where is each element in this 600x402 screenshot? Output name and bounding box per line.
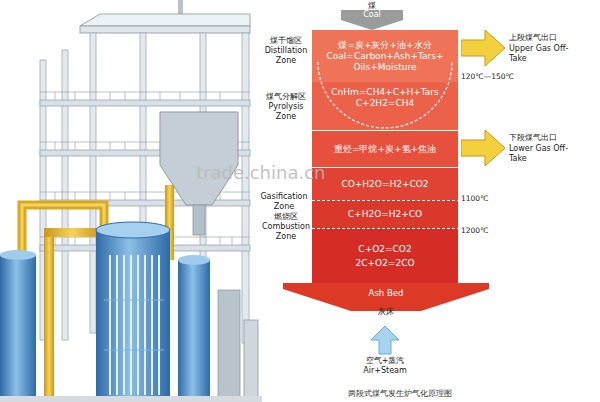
- node-subtext: 2C+O2=2CO: [356, 257, 415, 269]
- node-text: C+O2=CO2: [358, 243, 411, 255]
- temperature-label: 1200℃: [461, 226, 511, 235]
- node-subtext: Air+Steam: [363, 366, 407, 376]
- node-text: 上段煤气出口: [509, 33, 557, 43]
- node-text: CO+H2O=H2+CO2: [341, 179, 428, 190]
- node-text: 煤=炭+灰分+油+水分: [338, 40, 431, 51]
- node-subtext: Lower Gas Off-Take: [509, 144, 575, 163]
- combustion-band: C+O2=CO2 2C+O2=2CO: [312, 228, 458, 283]
- text-box: 煤=炭+灰分+油+水分Coal=Carbon+Ash+Tars+ Oils+Mo…: [312, 30, 458, 82]
- node-text: 煤: [368, 1, 376, 10]
- zone-label: 燃烧区: [260, 212, 312, 222]
- text-box: 上段煤气出口Upper Gas Off-Take: [461, 28, 591, 68]
- node-text: 空气+蒸汽: [366, 356, 405, 366]
- text-box: C+O2=CO2 2C+O2=2CO: [312, 228, 458, 283]
- node-text: 下段煤气出口: [509, 133, 557, 143]
- zone-label: Combustion Zone: [260, 222, 312, 241]
- temperature-label: 1100℃: [461, 194, 511, 203]
- coal-inlet-arrow: 煤Coal: [339, 1, 405, 31]
- gasification-band: CO+H2O=H2+CO2: [312, 168, 458, 200]
- zone-label: Pyrolysis Zone: [260, 102, 312, 121]
- node-text: 重烃=甲烷+炭+氢+焦油: [334, 144, 436, 155]
- text-box: 下段煤气出口Lower Gas Off-Take: [461, 128, 591, 168]
- zone-label: 煤干馏区: [260, 36, 312, 46]
- text-box: 煤Coal: [339, 1, 405, 31]
- gas-outlet-arrow: 下段煤气出口Lower Gas Off-Take: [461, 128, 591, 168]
- gasification-band: C+H2O=H2+CO: [312, 200, 458, 228]
- text-box: 重烃=甲烷+炭+氢+焦油: [312, 130, 458, 168]
- text-box: Ash Bed 灰床: [283, 283, 489, 327]
- ash-bed: Ash Bed 灰床: [283, 283, 489, 327]
- gas-outlet-arrow: 上段煤气出口Upper Gas Off-Take: [461, 28, 591, 68]
- node-text: C+H2O=H2+CO: [348, 209, 422, 220]
- text-box: CO+H2O=H2+CO2: [312, 168, 458, 200]
- text-box: 空气+蒸汽Air+Steam: [352, 326, 418, 382]
- temperature-label: 120℃—150℃: [461, 72, 531, 81]
- air-inlet-arrow: 空气+蒸汽Air+Steam: [352, 326, 418, 382]
- distillation-band: 煤=炭+灰分+油+水分Coal=Carbon+Ash+Tars+ Oils+Mo…: [312, 30, 458, 82]
- node-subtext: Coal: [363, 10, 381, 20]
- zone-label: 煤气分解区: [260, 92, 312, 102]
- node-subtext: Coal=Carbon+Ash+Tars+ Oils+Moisture: [323, 51, 447, 73]
- text-box: CnHm=CH4+C+H+TarsC+2H2=CH4: [312, 82, 458, 130]
- node-text: CnHm=CH4+C+H+Tars: [331, 87, 438, 98]
- pyrolysis-band: CnHm=CH4+C+H+TarsC+2H2=CH4: [312, 82, 458, 130]
- node-subtext: Upper Gas Off-Take: [509, 44, 575, 63]
- text-box: C+H2O=H2+CO: [312, 200, 458, 228]
- node-text: Ash Bed: [369, 288, 404, 298]
- hydrocarbon-band: 重烃=甲烷+炭+氢+焦油: [312, 130, 458, 168]
- zone-label: Distillation Zone: [260, 46, 312, 65]
- node-subtext: C+2H2=CH4: [356, 98, 414, 109]
- figure-caption: 两段式煤气发生炉气化原理图: [300, 389, 500, 399]
- zone-label: Gasification Zone: [256, 192, 312, 211]
- watermark: trade.china.cn: [196, 163, 346, 183]
- node-subtext: 灰床: [378, 307, 394, 317]
